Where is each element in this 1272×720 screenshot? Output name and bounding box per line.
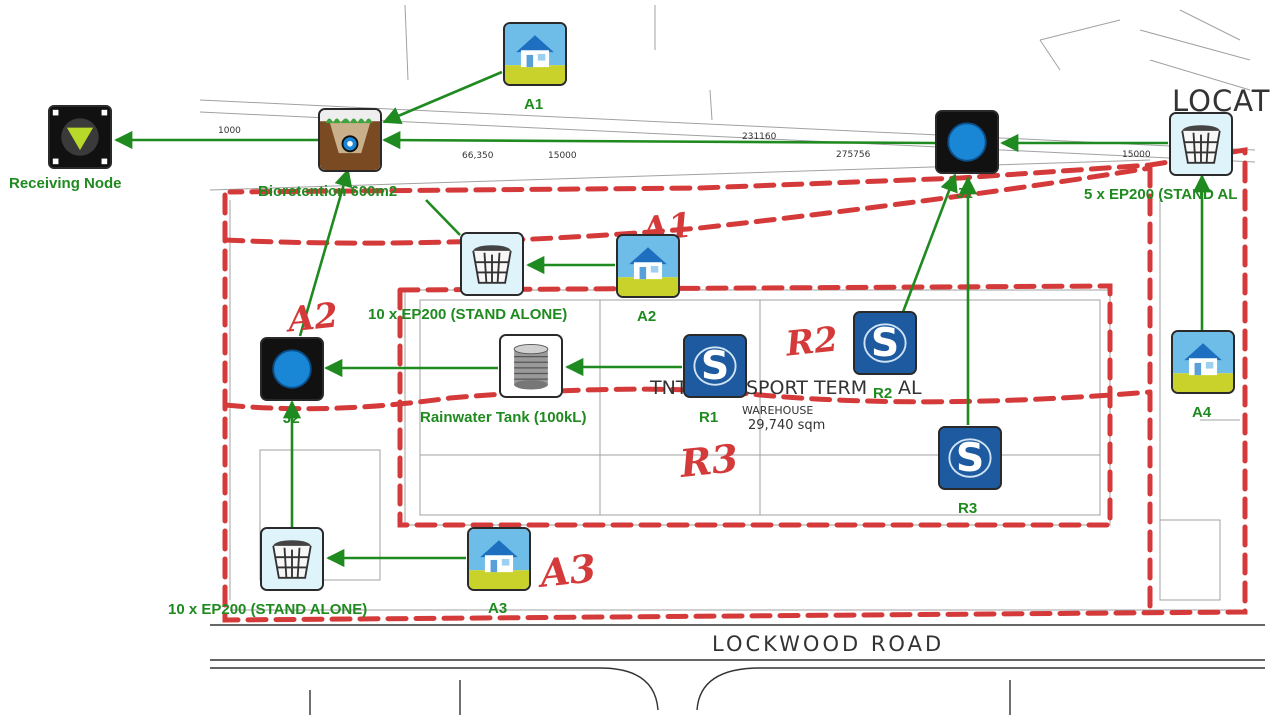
terminal-label-right: SPORT TERM [746,377,868,399]
terminal-label-end: AL [898,377,922,399]
urban-catchment-icon [1173,332,1233,392]
svg-text:S: S [871,320,899,366]
catchment-a3-node[interactable] [467,527,531,591]
junction-icon [937,112,997,172]
dimension-2: 66,350 [462,151,494,161]
rainwater-tank-icon [501,336,561,396]
rainwater-tank-node[interactable] [499,334,563,398]
dimension-4: 231160 [742,132,777,142]
catchment-a2-node[interactable] [616,234,680,298]
junction-j2-node[interactable] [260,337,324,401]
dimension-5: 275756 [836,150,871,160]
dimension-3: 15000 [548,151,577,161]
markup-r2: R2 [784,319,840,365]
dimension-6: 15000 [1122,150,1151,160]
catchment-a3-label: A3 [488,600,508,617]
markup-r3: R3 [677,435,741,486]
gpt-ep200-bottom-label: 10 x EP200 (STAND ALONE) [168,601,368,618]
gpt-basket-icon [462,234,522,294]
gpt-basket-icon [262,529,322,589]
roof-source-icon: S [685,336,745,396]
roof-r3-label: R3 [958,500,978,517]
bioretention-label: Bioretention 600m2 [258,183,398,200]
gpt-ep200-top-node[interactable] [1169,112,1233,176]
gpt-ep200-bottom-node[interactable] [260,527,324,591]
urban-catchment-icon [618,236,678,296]
roof-r1-label: R1 [699,409,719,426]
bioretention-icon [320,110,380,170]
roof-r2-node[interactable]: S [853,311,917,375]
receiving-node-icon [50,107,110,167]
gpt-ep200-top-label: 5 x EP200 (STAND AL [1084,186,1238,203]
receiving-node-label: Receiving Node [9,175,122,192]
dimension-1: 1000 [218,126,241,136]
svg-text:S: S [956,435,984,481]
catchment-a2-label: A2 [637,308,657,325]
roof-source-icon: S [940,428,1000,488]
rainwater-tank-label: Rainwater Tank (100kL) [420,409,587,426]
catchment-a4-node[interactable] [1171,330,1235,394]
roof-r1-node[interactable]: S [683,334,747,398]
gpt-basket-icon [1171,114,1231,174]
junction-j2-label: J2 [283,410,300,427]
junction-j1-node[interactable] [935,110,999,174]
junction-j1-label: J1 [956,185,973,202]
road-name: LOCKWOOD ROAD [712,632,945,656]
warehouse-area: 29,740 sqm [748,418,826,433]
bioretention-node[interactable] [318,108,382,172]
gpt-ep200-mid-label: 10 x EP200 (STAND ALONE) [368,306,568,323]
catchment-a1-node[interactable] [503,22,567,86]
roof-r3-node[interactable]: S [938,426,1002,490]
junction-icon [262,339,322,399]
catchment-a4-label: A4 [1192,404,1212,421]
svg-text:S: S [701,343,729,389]
warehouse-label: WAREHOUSE [742,404,814,417]
markup-a3: A3 [537,545,599,596]
urban-catchment-icon [505,24,565,84]
urban-catchment-icon [469,529,529,589]
gpt-ep200-mid-node[interactable] [460,232,524,296]
roof-source-icon: S [855,313,915,373]
terminal-label-left: TNT [650,377,688,399]
catchment-a1-label: A1 [524,96,544,113]
markup-a2: A2 [286,295,341,341]
roof-r2-label: R2 [873,385,893,402]
receiving-node[interactable] [48,105,112,169]
